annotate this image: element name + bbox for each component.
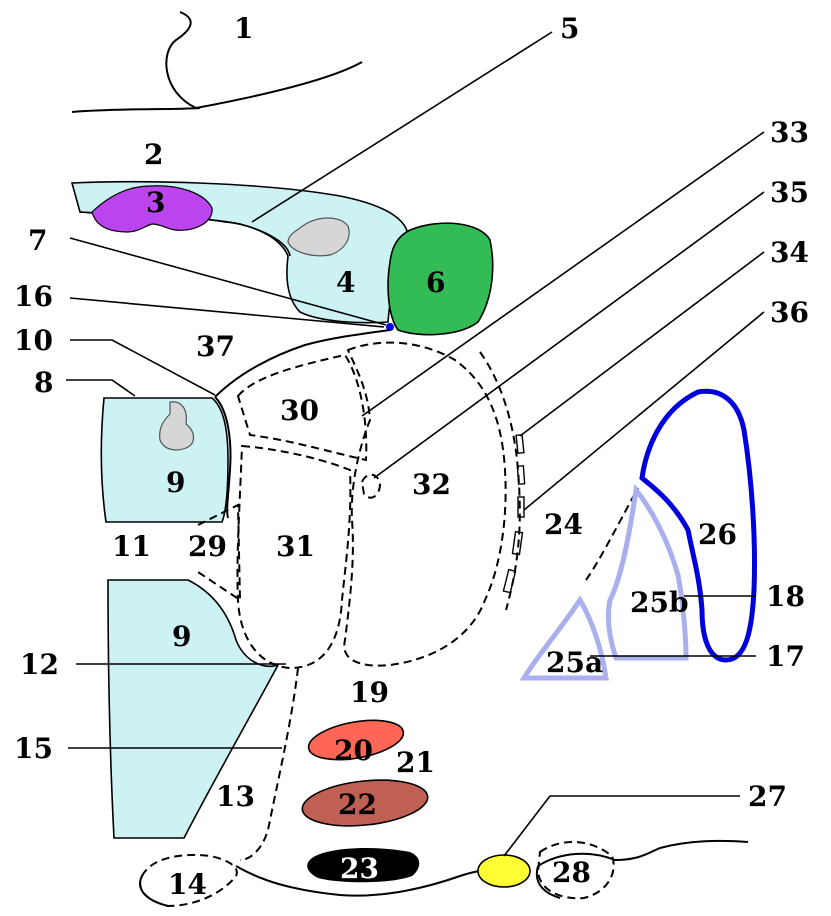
dashed-region-31 xyxy=(236,444,352,670)
label-26: 26 xyxy=(698,518,737,551)
label-9-upper: 9 xyxy=(166,466,185,499)
leader-7 xyxy=(69,237,387,326)
label-6: 6 xyxy=(426,266,445,299)
lavender-region-25b xyxy=(605,483,689,661)
label-35: 35 xyxy=(770,176,809,209)
blue-dot-16 xyxy=(386,323,394,331)
label-27: 27 xyxy=(748,780,787,813)
label-14: 14 xyxy=(168,868,207,901)
cyan-region-9-lower xyxy=(107,579,280,839)
leader-36 xyxy=(523,311,765,511)
dashed-region-24 xyxy=(585,487,639,581)
label-25b: 25b xyxy=(630,586,689,619)
dashed-region-28 xyxy=(536,841,615,900)
dashed-region-14 xyxy=(139,854,238,908)
dash-seg-1 xyxy=(515,433,525,455)
label-7: 7 xyxy=(28,224,47,257)
label-9-lower: 9 xyxy=(172,620,191,653)
leader-27b xyxy=(503,795,551,857)
dashed-region-32 xyxy=(343,341,507,667)
outline-region-1 xyxy=(165,11,363,110)
yellow-oval-27 xyxy=(477,854,531,888)
dashed-structure-35 xyxy=(360,473,382,499)
red-oval-20 xyxy=(307,719,405,761)
blue-region-26 xyxy=(639,388,758,663)
label-10: 10 xyxy=(14,324,53,357)
bottom-outline xyxy=(235,865,501,897)
purple-region-3 xyxy=(91,185,213,233)
leader-8 xyxy=(66,379,136,397)
label-12: 12 xyxy=(20,648,59,681)
label-11: 11 xyxy=(112,530,151,563)
outline-14-left xyxy=(139,875,169,907)
black-blob-23 xyxy=(307,848,420,883)
label-23: 23 xyxy=(340,852,379,885)
leader-10 xyxy=(70,339,216,396)
label-3: 3 xyxy=(146,186,165,219)
leader-35 xyxy=(373,191,765,479)
leader-5 xyxy=(251,31,553,223)
label-19: 19 xyxy=(350,676,389,709)
dash-seg-3 xyxy=(517,496,525,518)
label-20: 20 xyxy=(334,734,373,767)
outline-10-curve xyxy=(214,396,232,519)
green-region-6 xyxy=(387,222,494,336)
label-28: 28 xyxy=(552,856,591,889)
label-31: 31 xyxy=(276,530,315,563)
label-30: 30 xyxy=(280,394,319,427)
label-29: 29 xyxy=(188,530,227,563)
label-16: 16 xyxy=(14,280,53,313)
label-1: 1 xyxy=(234,12,253,45)
bottom-outline-right xyxy=(537,839,749,867)
stippled-region-lower xyxy=(159,401,195,451)
dashed-region-29 xyxy=(197,503,242,602)
label-15: 15 xyxy=(14,732,53,765)
label-34: 34 xyxy=(770,236,809,269)
dash-seg-4 xyxy=(511,530,524,556)
dashed-region-30 xyxy=(236,353,368,462)
leader-34 xyxy=(519,251,765,437)
label-2: 2 xyxy=(144,138,163,171)
label-13: 13 xyxy=(216,780,255,813)
outline-region-1-base xyxy=(71,107,201,113)
dash-seg-5 xyxy=(502,568,517,594)
leader-33 xyxy=(361,131,765,417)
label-5: 5 xyxy=(560,12,579,45)
label-22: 22 xyxy=(338,788,377,821)
leader-16 xyxy=(69,297,385,328)
label-8: 8 xyxy=(34,366,53,399)
outline-28-right xyxy=(535,865,561,899)
label-21: 21 xyxy=(396,746,435,779)
dashed-strip-34-36 xyxy=(479,351,521,611)
label-25a: 25a xyxy=(546,646,603,679)
label-4: 4 xyxy=(336,266,355,299)
lavender-region-25a xyxy=(519,595,609,681)
brown-oval-22 xyxy=(301,779,429,827)
label-32: 32 xyxy=(412,468,451,501)
label-33: 33 xyxy=(770,116,809,149)
label-17: 17 xyxy=(766,640,805,673)
label-36: 36 xyxy=(770,296,809,329)
label-24: 24 xyxy=(544,508,583,541)
label-37: 37 xyxy=(196,330,235,363)
central-outline xyxy=(214,329,391,398)
dash-seg-2 xyxy=(516,465,526,485)
label-18: 18 xyxy=(766,580,805,613)
cyan-region-9-upper xyxy=(100,397,229,523)
stippled-region-upper xyxy=(287,217,350,257)
dashed-line-13 xyxy=(239,667,299,861)
